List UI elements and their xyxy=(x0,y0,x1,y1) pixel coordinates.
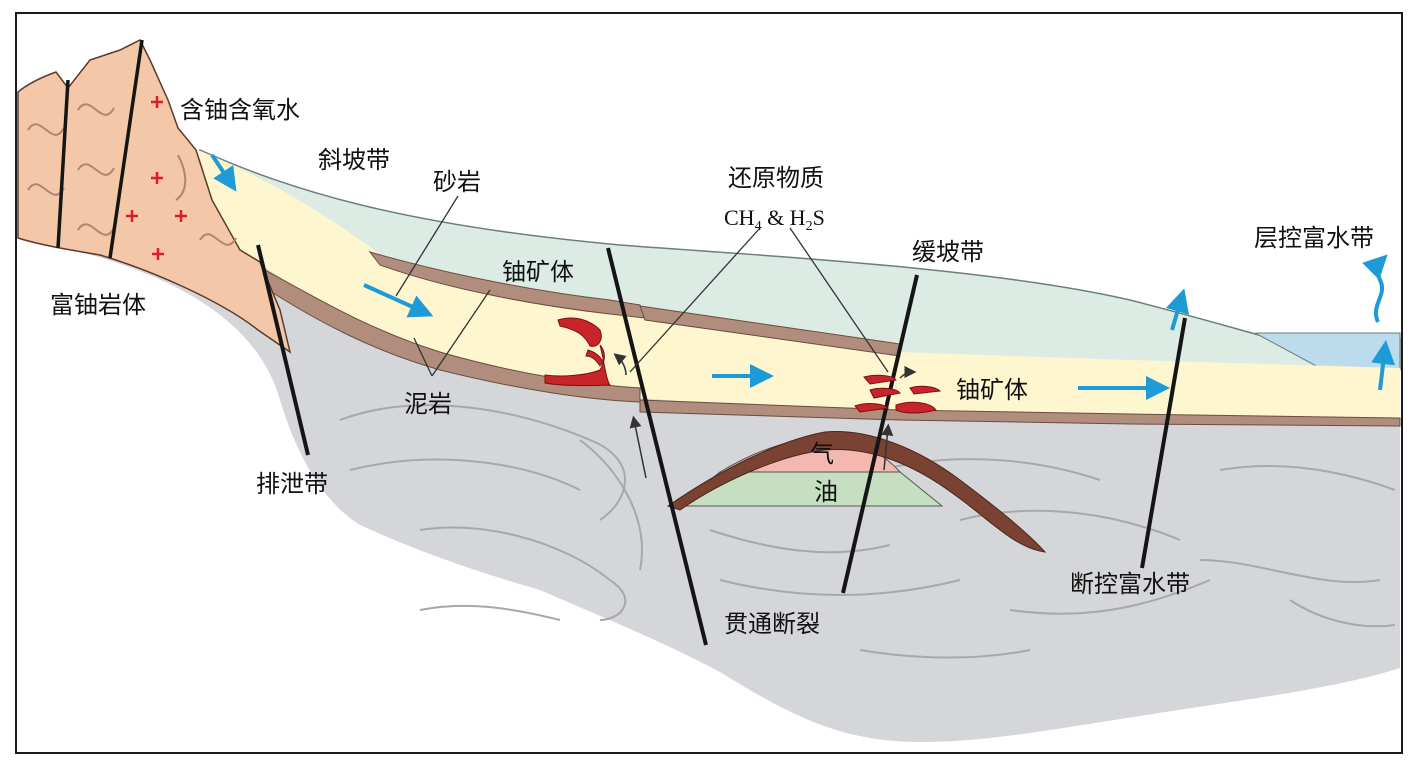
faults xyxy=(256,244,1187,646)
ore-body-label-1: 铀矿体 xyxy=(502,258,574,286)
granite-texture xyxy=(27,103,237,246)
leader-lines xyxy=(395,195,889,377)
mudstone-label: 泥岩 xyxy=(404,390,452,418)
through-fault-label: 贯通断裂 xyxy=(724,610,820,638)
granite-crosses xyxy=(126,96,187,260)
uranium-rich-rock-body xyxy=(17,38,292,354)
anticline-seal xyxy=(666,431,1047,553)
ore-body-label-2: 铀矿体 xyxy=(956,376,1028,404)
gentle-slope-label: 缓坡带 xyxy=(912,238,984,266)
discharge-fault xyxy=(256,244,310,456)
oxygen-water-label: 含铀含氧水 xyxy=(180,96,300,124)
formula-ch-sub: 4 xyxy=(755,219,762,234)
slope-zone-label: 斜坡带 xyxy=(318,146,390,174)
sandstone-layer xyxy=(198,150,1400,418)
fluid-migration-arrows xyxy=(613,353,917,479)
water-flow-arrows xyxy=(210,153,1396,400)
gas-label: 气 xyxy=(810,440,834,468)
through-fault-1 xyxy=(606,247,708,646)
formula-s: S xyxy=(813,205,825,230)
formula-h-sub: 2 xyxy=(806,219,813,234)
uranium-rock-label: 富铀岩体 xyxy=(50,291,146,319)
mudstone-lower-band-2 xyxy=(639,399,1401,427)
formula-mid: & H xyxy=(762,205,806,230)
ore-bodies xyxy=(544,317,942,414)
strata-water-zone-label: 层控富水带 xyxy=(1254,224,1374,252)
sandstone-label: 砂岩 xyxy=(433,168,481,196)
granite-joints xyxy=(56,39,144,259)
oil-label: 油 xyxy=(814,478,838,506)
formula-ch: CH xyxy=(724,205,755,230)
cover-strata xyxy=(199,148,1401,371)
fault-water-zone-label: 断控富水带 xyxy=(1070,570,1190,598)
reducing-matter-label: 还原物质 xyxy=(728,164,824,192)
water-rich-fault xyxy=(1140,317,1187,569)
formula-label: CH4 & H2S xyxy=(724,205,825,234)
through-fault-2 xyxy=(841,274,919,594)
discharge-zone-label: 排泄带 xyxy=(256,470,328,498)
